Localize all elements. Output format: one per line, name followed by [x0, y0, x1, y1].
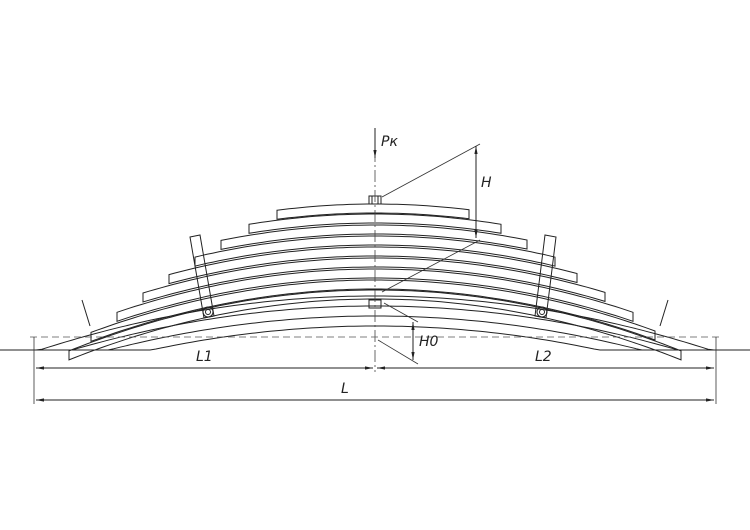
label-h: H: [481, 175, 492, 191]
leaf-6: [142, 257, 606, 303]
label-h0: H0: [419, 334, 439, 350]
dimension-lines: [33, 337, 717, 404]
leaf-9: [68, 289, 682, 361]
dimension-h: [381, 143, 481, 293]
label-l: L: [341, 381, 349, 397]
leaf-7: [116, 268, 634, 322]
leaf-step-mark-1: [81, 299, 91, 327]
leaf-3: [220, 224, 528, 251]
right-clamp: [534, 234, 557, 319]
leaf-8: [90, 279, 656, 343]
dimension-h0: [377, 302, 419, 365]
leaf-5: [168, 246, 578, 285]
leaf-2: [248, 213, 502, 234]
label-pk: Pк: [381, 134, 398, 150]
leaf-step-mark-2: [659, 299, 669, 327]
left-clamp: [189, 234, 215, 319]
label-l2: L2: [535, 349, 552, 365]
leaf-1: [276, 203, 470, 220]
label-l1: L1: [196, 349, 213, 365]
leaf-4: [194, 235, 556, 267]
